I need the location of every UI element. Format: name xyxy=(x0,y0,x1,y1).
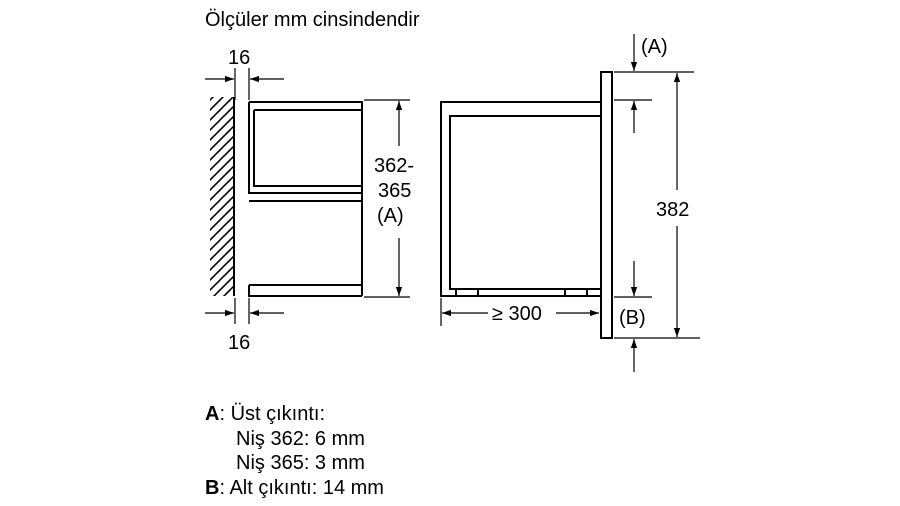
marker-b-label: (B) xyxy=(619,307,646,329)
diagram-title: Ölçüler mm cinsindendir xyxy=(205,9,420,31)
legend-text-b: : Alt çıkıntı: 14 mm xyxy=(219,476,384,499)
dimension-wall-gap-bottom xyxy=(205,298,284,324)
niche-height-label-2: 365 xyxy=(378,180,411,202)
appliance-profile xyxy=(440,101,601,297)
wall-hatching xyxy=(210,97,235,296)
appliance-front-panel xyxy=(600,71,613,339)
niche-side-profile xyxy=(248,101,363,297)
niche-height-label-3: (A) xyxy=(377,205,404,227)
total-height-label: 382 xyxy=(656,199,689,221)
dimension-niche-height xyxy=(364,99,410,298)
dimension-bottom-overhang xyxy=(614,261,700,372)
legend-key-a: A xyxy=(205,403,220,425)
wall-gap-bottom-label: 16 xyxy=(228,332,250,354)
legend-row-a-niche-365: Niş 365: 3 mm xyxy=(236,452,365,474)
niche-height-label-1: 362- xyxy=(374,155,414,177)
marker-a-label: (A) xyxy=(641,36,668,58)
dimension-top-overhang xyxy=(614,34,652,133)
legend-row-b: B: Alt çıkıntı: 14 mm xyxy=(205,476,384,501)
dimension-depth xyxy=(440,298,599,326)
dimension-wall-gap-top xyxy=(205,68,284,100)
legend-key-b: B xyxy=(205,476,220,499)
legend-row-a: A: Üst çıkıntı: xyxy=(205,402,384,427)
legend-text-a: : Üst çıkıntı: xyxy=(219,403,326,425)
depth-label: ≥ 300 xyxy=(492,303,542,325)
overhang-legend: A: Üst çıkıntı: Niş 362: 6 mm Niş 365: 3… xyxy=(205,402,384,500)
legend-row-a-niche-362: Niş 362: 6 mm xyxy=(236,427,365,450)
dimension-total-height xyxy=(652,71,694,337)
wall-gap-top-label: 16 xyxy=(228,47,250,69)
